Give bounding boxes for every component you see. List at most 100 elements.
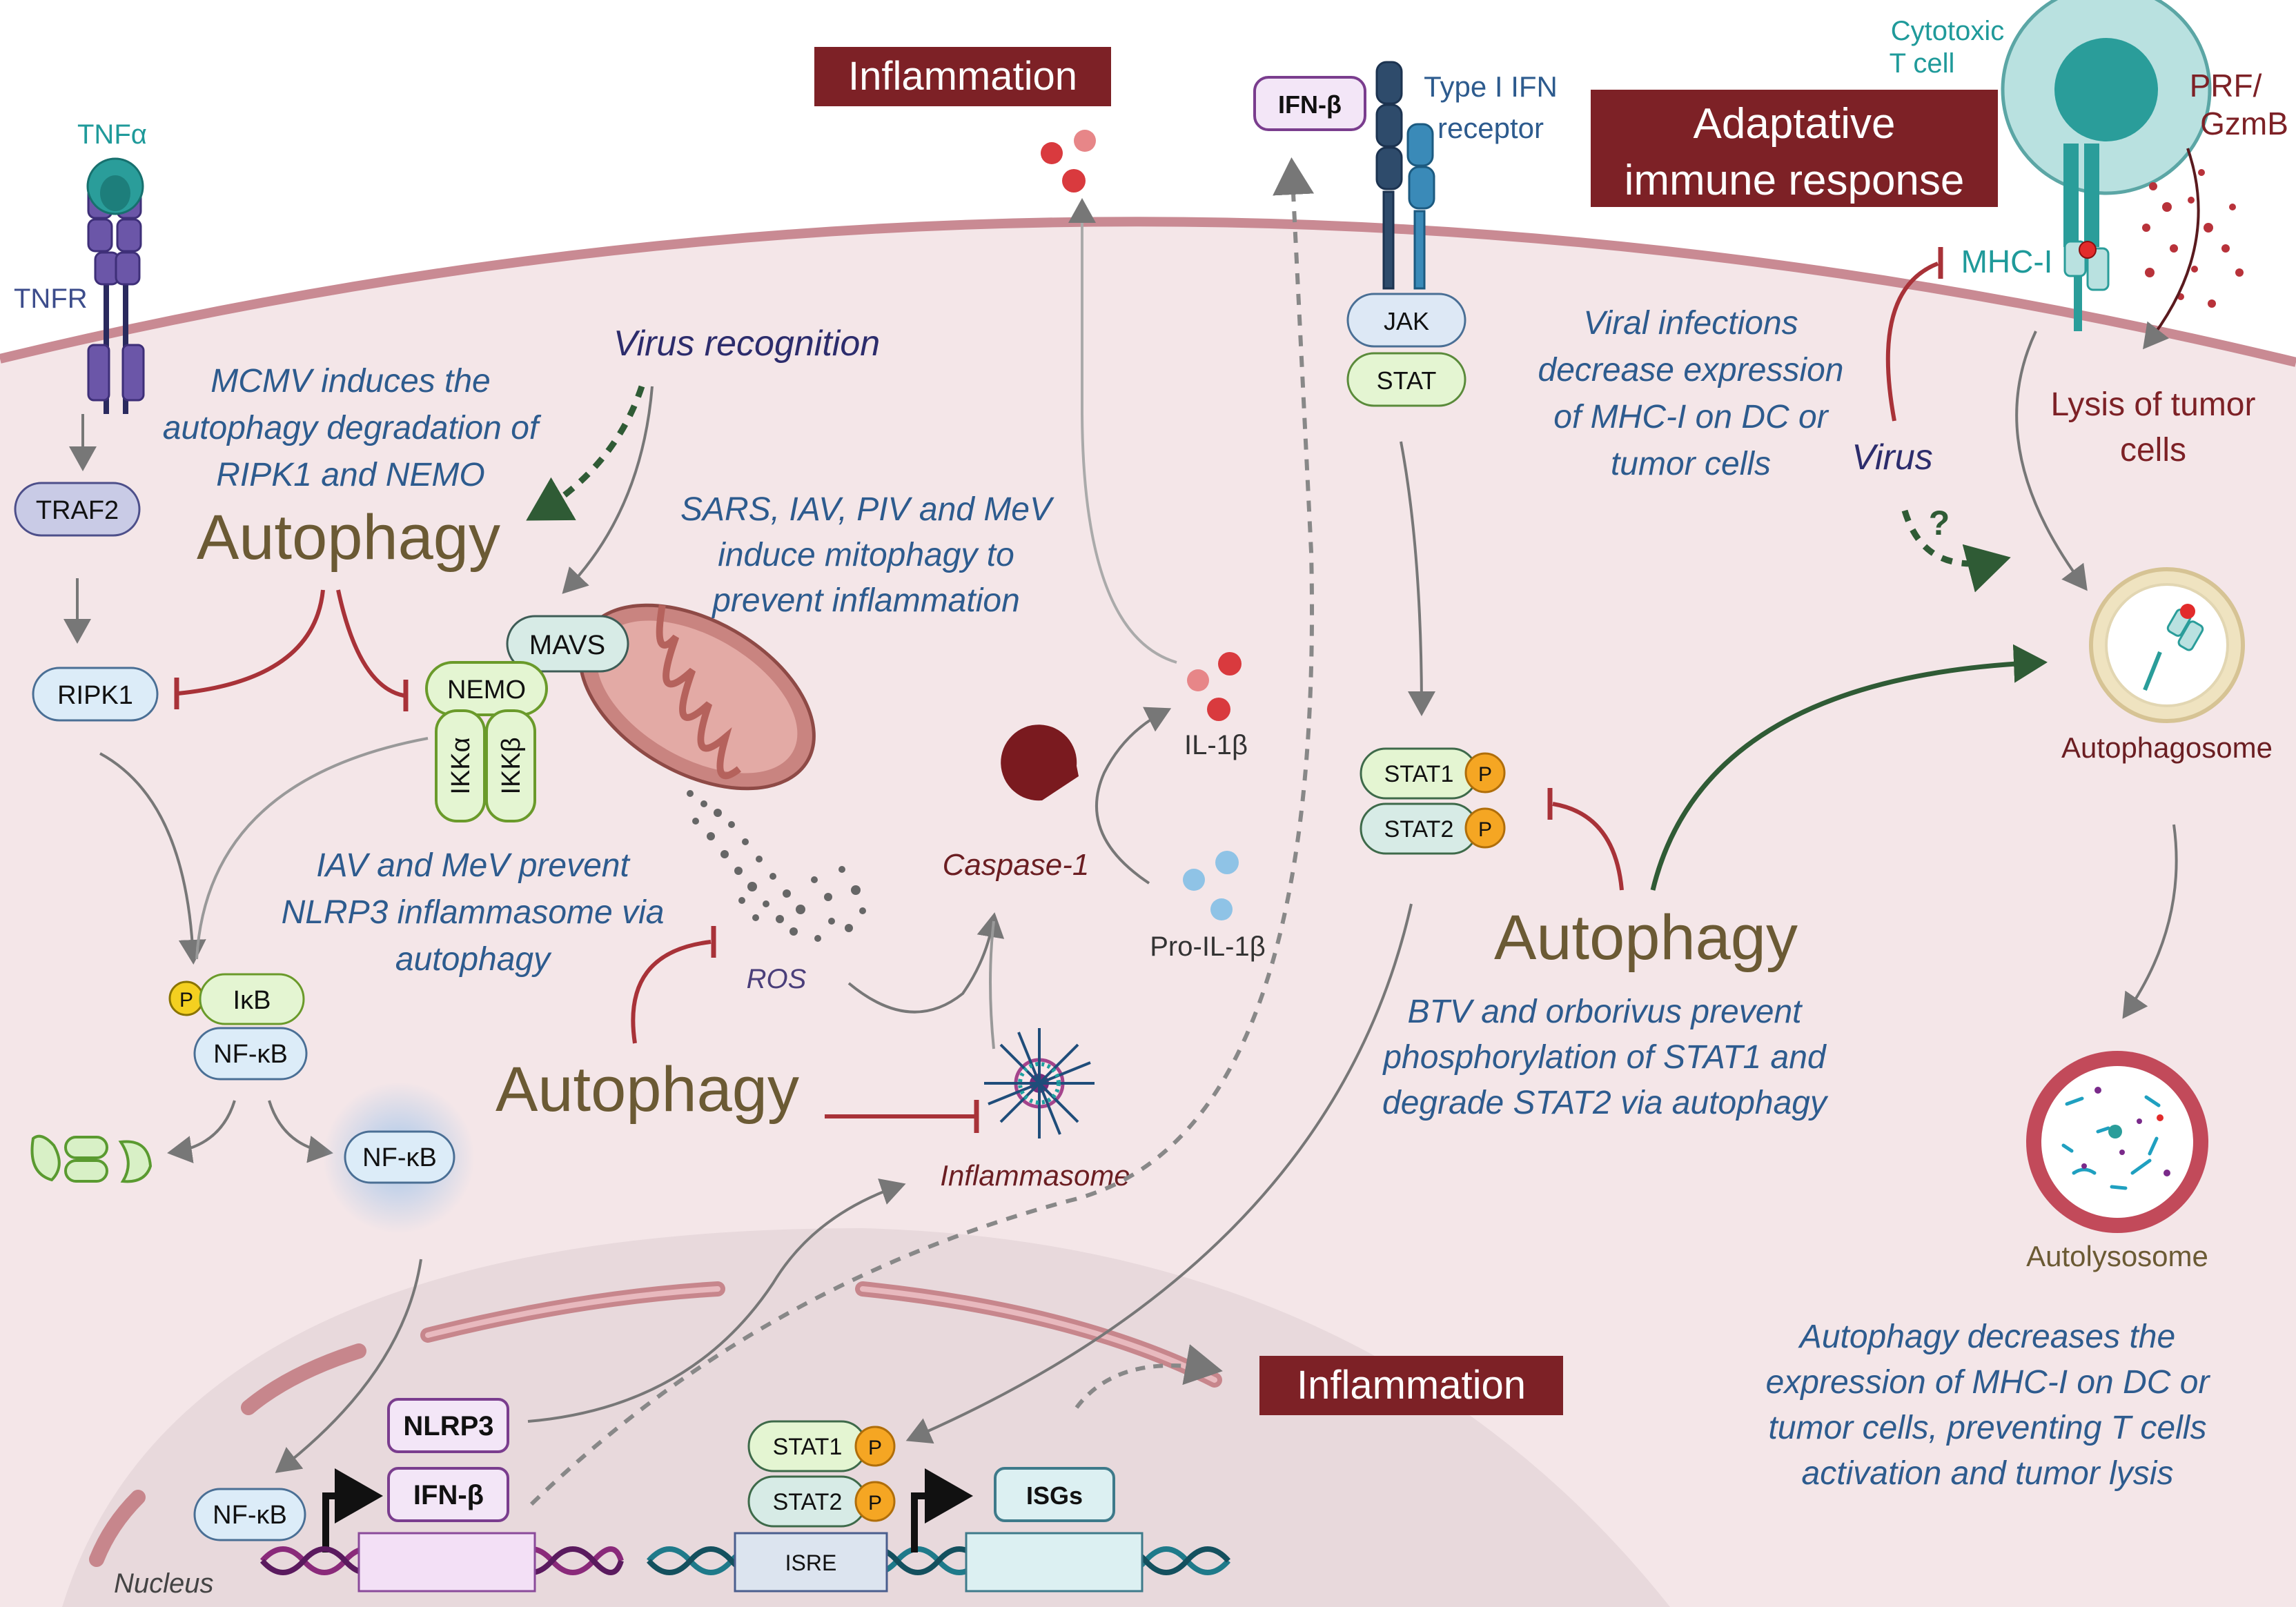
svg-text:activation and tumor lysis: activation and tumor lysis — [1802, 1455, 2174, 1492]
svg-text:P: P — [1478, 763, 1492, 786]
svg-text:P: P — [868, 1437, 882, 1459]
svg-text:Autophagy decreases the: Autophagy decreases the — [1798, 1319, 2175, 1355]
adaptive-immune-badge: Adaptative immune response — [1591, 90, 1998, 207]
transcription-arrow-isgs — [911, 1468, 973, 1552]
mitochondrion-icon — [578, 603, 816, 791]
svg-text:cells: cells — [2120, 432, 2186, 469]
dna-isre: ISRE — [647, 1532, 1230, 1593]
svg-text:degrade STAT2 via autophagy: degrade STAT2 via autophagy — [1382, 1085, 1829, 1121]
inflammasome-icon — [984, 1028, 1095, 1138]
nfkb-complex-node: NF-κB — [193, 1027, 308, 1081]
svg-text:T cell: T cell — [1890, 48, 1955, 79]
arrow-autophagy-autophagosome — [1650, 644, 2048, 891]
arrow-inflammasome-caspase — [989, 920, 995, 1049]
type1-ifn-receptor-icon — [1375, 61, 1435, 290]
svg-text:Inflammation: Inflammation — [848, 54, 1077, 99]
svg-text:MAVS: MAVS — [529, 630, 605, 660]
svg-text:tumor cells, preventing T cell: tumor cells, preventing T cells — [1769, 1410, 2207, 1446]
arrow-ikk-ikb — [195, 737, 429, 960]
arrow-nlrp3-inflammasome — [527, 1178, 906, 1423]
arrow-stat-to-nucleus — [905, 903, 1413, 1444]
isgs-gene-node: ISGs — [994, 1467, 1115, 1522]
arrow-proil1b-il1b — [1095, 707, 1172, 885]
svg-text:NEMO: NEMO — [447, 676, 526, 704]
jak-node: JAK — [1346, 293, 1466, 348]
svg-text:IAV and MeV prevent: IAV and MeV prevent — [316, 847, 630, 884]
svg-text:Type I IFN: Type I IFN — [1424, 70, 1558, 103]
svg-text:MCMV induces the: MCMV induces the — [210, 363, 491, 400]
caspase1-icon — [1001, 724, 1079, 801]
virus-label: Virus — [1852, 437, 1933, 477]
svg-text:STAT2: STAT2 — [1384, 816, 1454, 842]
svg-text:STAT: STAT — [1377, 366, 1437, 395]
ifnb-ligand-node: IFN-β — [1253, 76, 1366, 131]
svg-text:IKKα: IKKα — [447, 737, 475, 794]
il1b-label: IL-1β — [1184, 730, 1248, 760]
nfkb-free-node: NF-κB — [344, 1130, 455, 1184]
svg-text:P: P — [868, 1492, 882, 1515]
inhibit-autophagy-ros — [631, 940, 712, 1044]
dna-ifnb — [260, 1532, 624, 1593]
nucleus-label: Nucleus — [114, 1568, 214, 1599]
arrow-ros-caspase — [847, 912, 1005, 1014]
tnfr-receptor-icon — [86, 157, 145, 414]
ikb-node: IκB — [199, 973, 305, 1025]
svg-text:Cytotoxic: Cytotoxic — [1891, 16, 2005, 46]
svg-text:GzmB: GzmB — [2200, 106, 2288, 141]
ikk-complex: IKKα IKKβ — [435, 709, 536, 822]
svg-text:JAK: JAK — [1384, 307, 1429, 335]
dashed-arrow-virus-autophagosome — [1901, 509, 2011, 593]
stat2-cyto-node: STAT2 P — [1360, 802, 1506, 855]
svg-text:IFN-β: IFN-β — [413, 1480, 484, 1510]
mhc1-label: MHC-I — [1961, 244, 2053, 279]
inhibit-virus-mhc — [1885, 262, 1939, 422]
inhibit-autophagy-nemo — [336, 589, 404, 698]
inflammasome-label: Inflammasome — [940, 1159, 1130, 1192]
svg-text:PRF/: PRF/ — [2190, 68, 2262, 103]
svg-text:expression of MHC-I on DC or: expression of MHC-I on DC or — [1766, 1364, 2211, 1401]
nlrp3-note: IAV and MeV prevent NLRP3 inflammasome v… — [282, 847, 665, 978]
nfkb-nuclear-node: NF-κB — [193, 1488, 306, 1541]
stat-node: STAT — [1346, 352, 1466, 407]
svg-text:Lysis of tumor: Lysis of tumor — [2051, 386, 2256, 423]
transcription-arrow-ifnb — [322, 1468, 383, 1552]
autophagosome-icon — [2089, 567, 2245, 723]
il1b-particles — [1187, 652, 1242, 721]
arrow-nfkb-to-nucleus — [275, 1259, 422, 1473]
traf2-node: TRAF2 — [14, 482, 141, 537]
svg-text:NF-κB: NF-κB — [213, 1040, 288, 1069]
svg-text:NF-κB: NF-κB — [362, 1143, 437, 1172]
svg-text:receptor: receptor — [1438, 112, 1544, 144]
svg-text:P: P — [1478, 818, 1492, 841]
inflammation-bottom-badge: Inflammation — [1259, 1356, 1563, 1415]
svg-text:induce mitophagy to: induce mitophagy to — [718, 537, 1014, 573]
svg-text:TRAF2: TRAF2 — [36, 496, 119, 525]
mitophagy-note: SARS, IAV, PIV and MeV induce mitophagy … — [680, 491, 1054, 619]
stat1-nuclear-node: STAT1 P — [747, 1420, 896, 1472]
arrow-virus-mavs — [562, 386, 654, 594]
prf-gzmb-label: PRF/ GzmB — [2190, 68, 2288, 141]
arrow-mhc-autophagosome — [2015, 331, 2088, 591]
arrow-autophagosome-autolysosome — [2122, 824, 2178, 1019]
svg-text:Viral infections: Viral infections — [1583, 305, 1798, 342]
caspase1-label: Caspase-1 — [943, 848, 1090, 882]
pro-il1b-label: Pro-IL-1β — [1150, 931, 1266, 962]
autolysosome-icon — [2026, 1051, 2208, 1233]
svg-text:Inflammation: Inflammation — [1297, 1363, 1526, 1408]
arrow-prf-lysis — [2143, 148, 2200, 350]
granzyme-particles — [2142, 169, 2244, 308]
mhc-autophagy-note: Autophagy decreases the expression of MH… — [1766, 1319, 2211, 1492]
svg-text:tumor cells: tumor cells — [1611, 446, 1771, 482]
pro-il1b-particles — [1183, 851, 1239, 920]
stat1-cyto-node: STAT1 P — [1360, 747, 1506, 800]
svg-text:autophagy degradation of: autophagy degradation of — [163, 410, 542, 446]
virus-recognition-label: Virus recognition — [614, 324, 880, 364]
ros-particles — [687, 790, 866, 942]
svg-text:of MHC-I on DC or: of MHC-I on DC or — [1553, 399, 1829, 435]
arrow-il1b-out — [1068, 198, 1177, 664]
svg-text:STAT1: STAT1 — [773, 1434, 843, 1460]
svg-text:immune response: immune response — [1625, 157, 1965, 204]
svg-text:SARS, IAV, PIV and MeV: SARS, IAV, PIV and MeV — [680, 491, 1054, 528]
autophagosome-label: Autophagosome — [2061, 731, 2273, 764]
viral-mhc-note: Viral infections decrease expression of … — [1538, 305, 1844, 482]
